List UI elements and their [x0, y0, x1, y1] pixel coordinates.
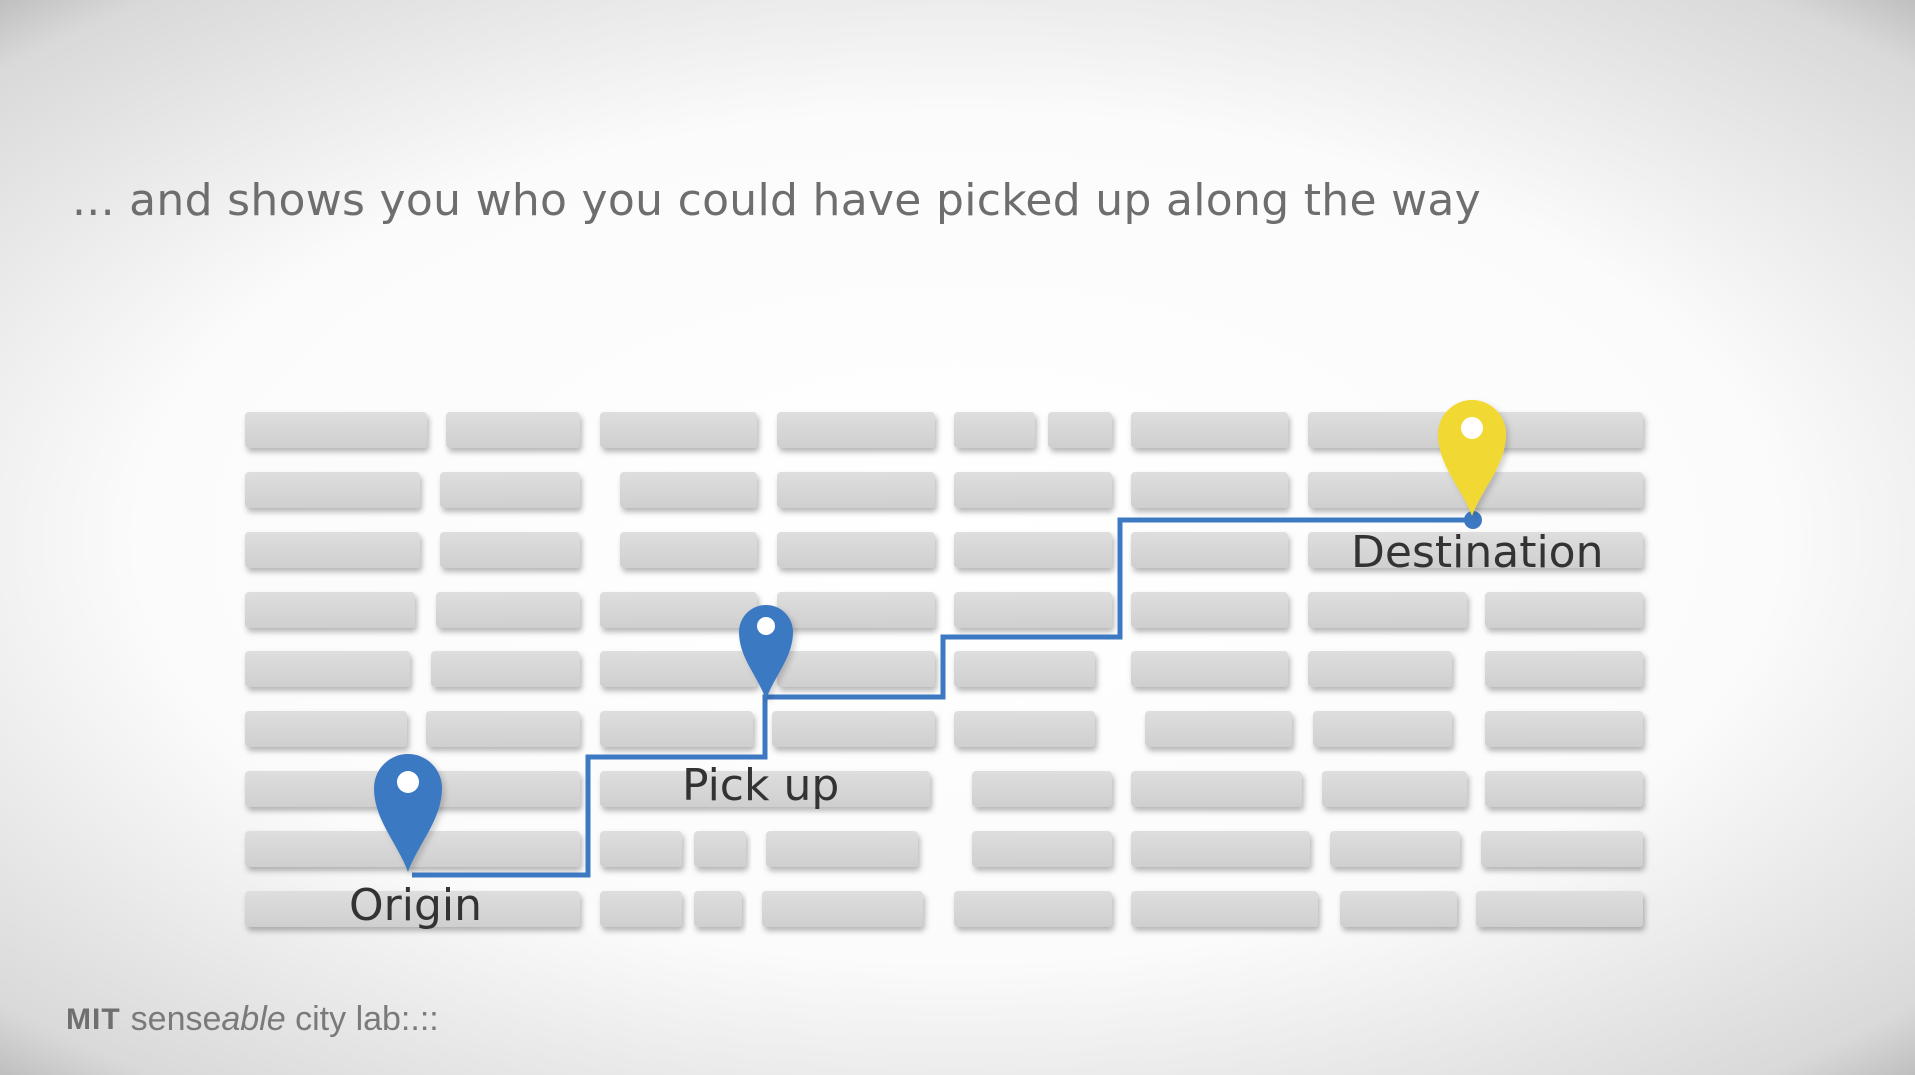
- city-block: [1131, 831, 1310, 867]
- city-block: [245, 412, 427, 448]
- city-block: [1131, 532, 1288, 568]
- city-block: [1330, 831, 1460, 867]
- city-block: [1476, 891, 1643, 927]
- city-block: [694, 891, 742, 927]
- lab-name: senseable city lab:.::: [130, 1000, 439, 1038]
- city-block: [600, 711, 753, 747]
- city-block: [1131, 651, 1288, 687]
- city-block: [1131, 472, 1288, 508]
- city-block: [1131, 771, 1302, 807]
- mit-logo: MIT: [66, 1002, 121, 1036]
- city-block: [1340, 891, 1457, 927]
- city-block: [600, 592, 757, 628]
- city-block: [1308, 532, 1643, 568]
- city-block: [600, 651, 757, 687]
- origin-pin-icon[interactable]: [374, 754, 442, 872]
- city-block: [954, 651, 1095, 687]
- city-block: [245, 592, 415, 628]
- city-block: [1048, 412, 1112, 448]
- city-block: [1131, 891, 1318, 927]
- city-block: [600, 891, 682, 927]
- city-block: [620, 532, 757, 568]
- city-block: [954, 592, 1112, 628]
- pickup-label: Pick up: [682, 760, 839, 811]
- city-block: [972, 831, 1112, 867]
- city-block: [446, 412, 580, 448]
- city-block: [954, 891, 1112, 927]
- city-block: [426, 711, 580, 747]
- origin-label: Origin: [349, 880, 482, 931]
- destination-label: Destination: [1351, 527, 1603, 578]
- city-block: [1485, 711, 1643, 747]
- slide-headline: ... and shows you who you could have pic…: [72, 175, 1482, 226]
- route-line: [412, 517, 1473, 878]
- city-block: [772, 711, 935, 747]
- city-block: [972, 771, 1112, 807]
- city-block: [1485, 771, 1643, 807]
- city-block: [1131, 412, 1288, 448]
- pickup-pin-icon[interactable]: [739, 605, 793, 700]
- city-block: [245, 472, 420, 508]
- destination-pin-icon[interactable]: [1438, 400, 1506, 516]
- destination-dot: [1464, 511, 1482, 529]
- city-block: [1308, 592, 1467, 628]
- city-block: [600, 412, 757, 448]
- city-block: [245, 711, 407, 747]
- city-block: [1322, 771, 1467, 807]
- city-block: [600, 771, 930, 807]
- city-block: [245, 532, 420, 568]
- city-block: [1308, 651, 1452, 687]
- city-block: [954, 711, 1095, 747]
- city-block: [245, 891, 580, 927]
- city-block: [777, 412, 935, 448]
- city-block: [431, 651, 580, 687]
- city-block: [777, 472, 935, 508]
- city-block: [1485, 651, 1643, 687]
- footer-branding: MIT senseable city lab:.::: [66, 1000, 439, 1039]
- city-block: [954, 472, 1112, 508]
- city-block: [600, 831, 682, 867]
- city-block: [766, 831, 918, 867]
- city-block: [1145, 711, 1292, 747]
- city-block: [620, 472, 757, 508]
- city-block: [694, 831, 746, 867]
- city-block: [440, 532, 580, 568]
- city-block: [1131, 592, 1288, 628]
- city-block: [436, 592, 580, 628]
- city-block: [762, 891, 923, 927]
- city-block: [1313, 711, 1452, 747]
- city-block: [777, 532, 935, 568]
- city-block: [1485, 592, 1643, 628]
- city-block: [954, 532, 1112, 568]
- city-block: [440, 472, 580, 508]
- city-block: [954, 412, 1035, 448]
- city-blocks: [245, 412, 1643, 927]
- city-block: [777, 592, 935, 628]
- city-block: [245, 651, 410, 687]
- city-block: [777, 651, 935, 687]
- city-block: [1481, 831, 1643, 867]
